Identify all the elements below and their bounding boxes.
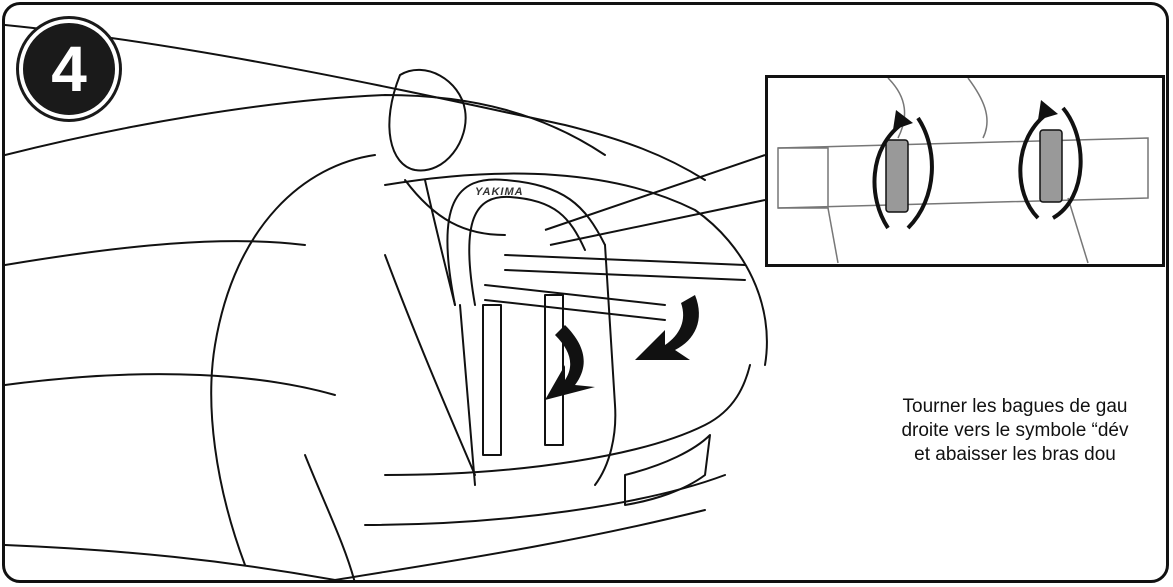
instruction-line-1: Tourner les bagues de gau (902, 396, 1128, 417)
lower-left (827, 207, 839, 264)
car-bumper-line (384, 364, 751, 476)
down-arrow-right-icon (635, 295, 699, 360)
person-leg (304, 454, 356, 580)
rack-arm-1 (504, 254, 746, 266)
person-arm-lower (384, 254, 476, 476)
ground-line (5, 544, 336, 580)
instruction-line-3: et abaisser les bras dou (914, 444, 1116, 465)
rotate-arrow-left-icon (872, 121, 905, 230)
car-bumper-lower (364, 474, 726, 526)
lower-right (1067, 197, 1089, 264)
person-arm-upper (404, 179, 506, 236)
ring-rotation-detail (777, 78, 1149, 264)
car-roof-line (5, 24, 706, 181)
car-side-line (5, 240, 306, 266)
joint-left (887, 78, 906, 139)
person-front (424, 179, 456, 306)
left-end-cap (778, 147, 829, 209)
tube (777, 137, 1149, 209)
instruction-line-2: droite vers le symbole “dév (901, 420, 1129, 441)
rack-arm-4 (484, 299, 666, 321)
rack-leg-right (594, 244, 617, 486)
step-number-badge: 4 (19, 19, 119, 119)
down-arrow-left-icon (545, 325, 595, 400)
instruction-text: Tourner les bagues de gau droite vers le… (850, 395, 1166, 467)
rack-arm-3 (484, 284, 666, 306)
left-ring (885, 139, 909, 213)
car-bottom-line (334, 509, 706, 580)
person-back (210, 154, 376, 566)
rotate-arrow-right-icon (1018, 111, 1050, 220)
car-window-line (5, 94, 606, 156)
person-head (388, 69, 467, 172)
rack-hoop (446, 178, 606, 306)
car-lower-line (5, 373, 336, 396)
car-trunk-line (384, 172, 768, 366)
right-ring (1039, 129, 1063, 203)
rack-brand-label: YAKIMA (475, 186, 524, 198)
detail-inset (765, 75, 1165, 267)
rack-leg-left (459, 304, 476, 486)
rack-arm-2 (504, 269, 746, 281)
joint-right (967, 78, 988, 139)
bike-rack-installation-illustration: YAKIMA (5, 24, 768, 580)
tail-light (624, 434, 711, 506)
